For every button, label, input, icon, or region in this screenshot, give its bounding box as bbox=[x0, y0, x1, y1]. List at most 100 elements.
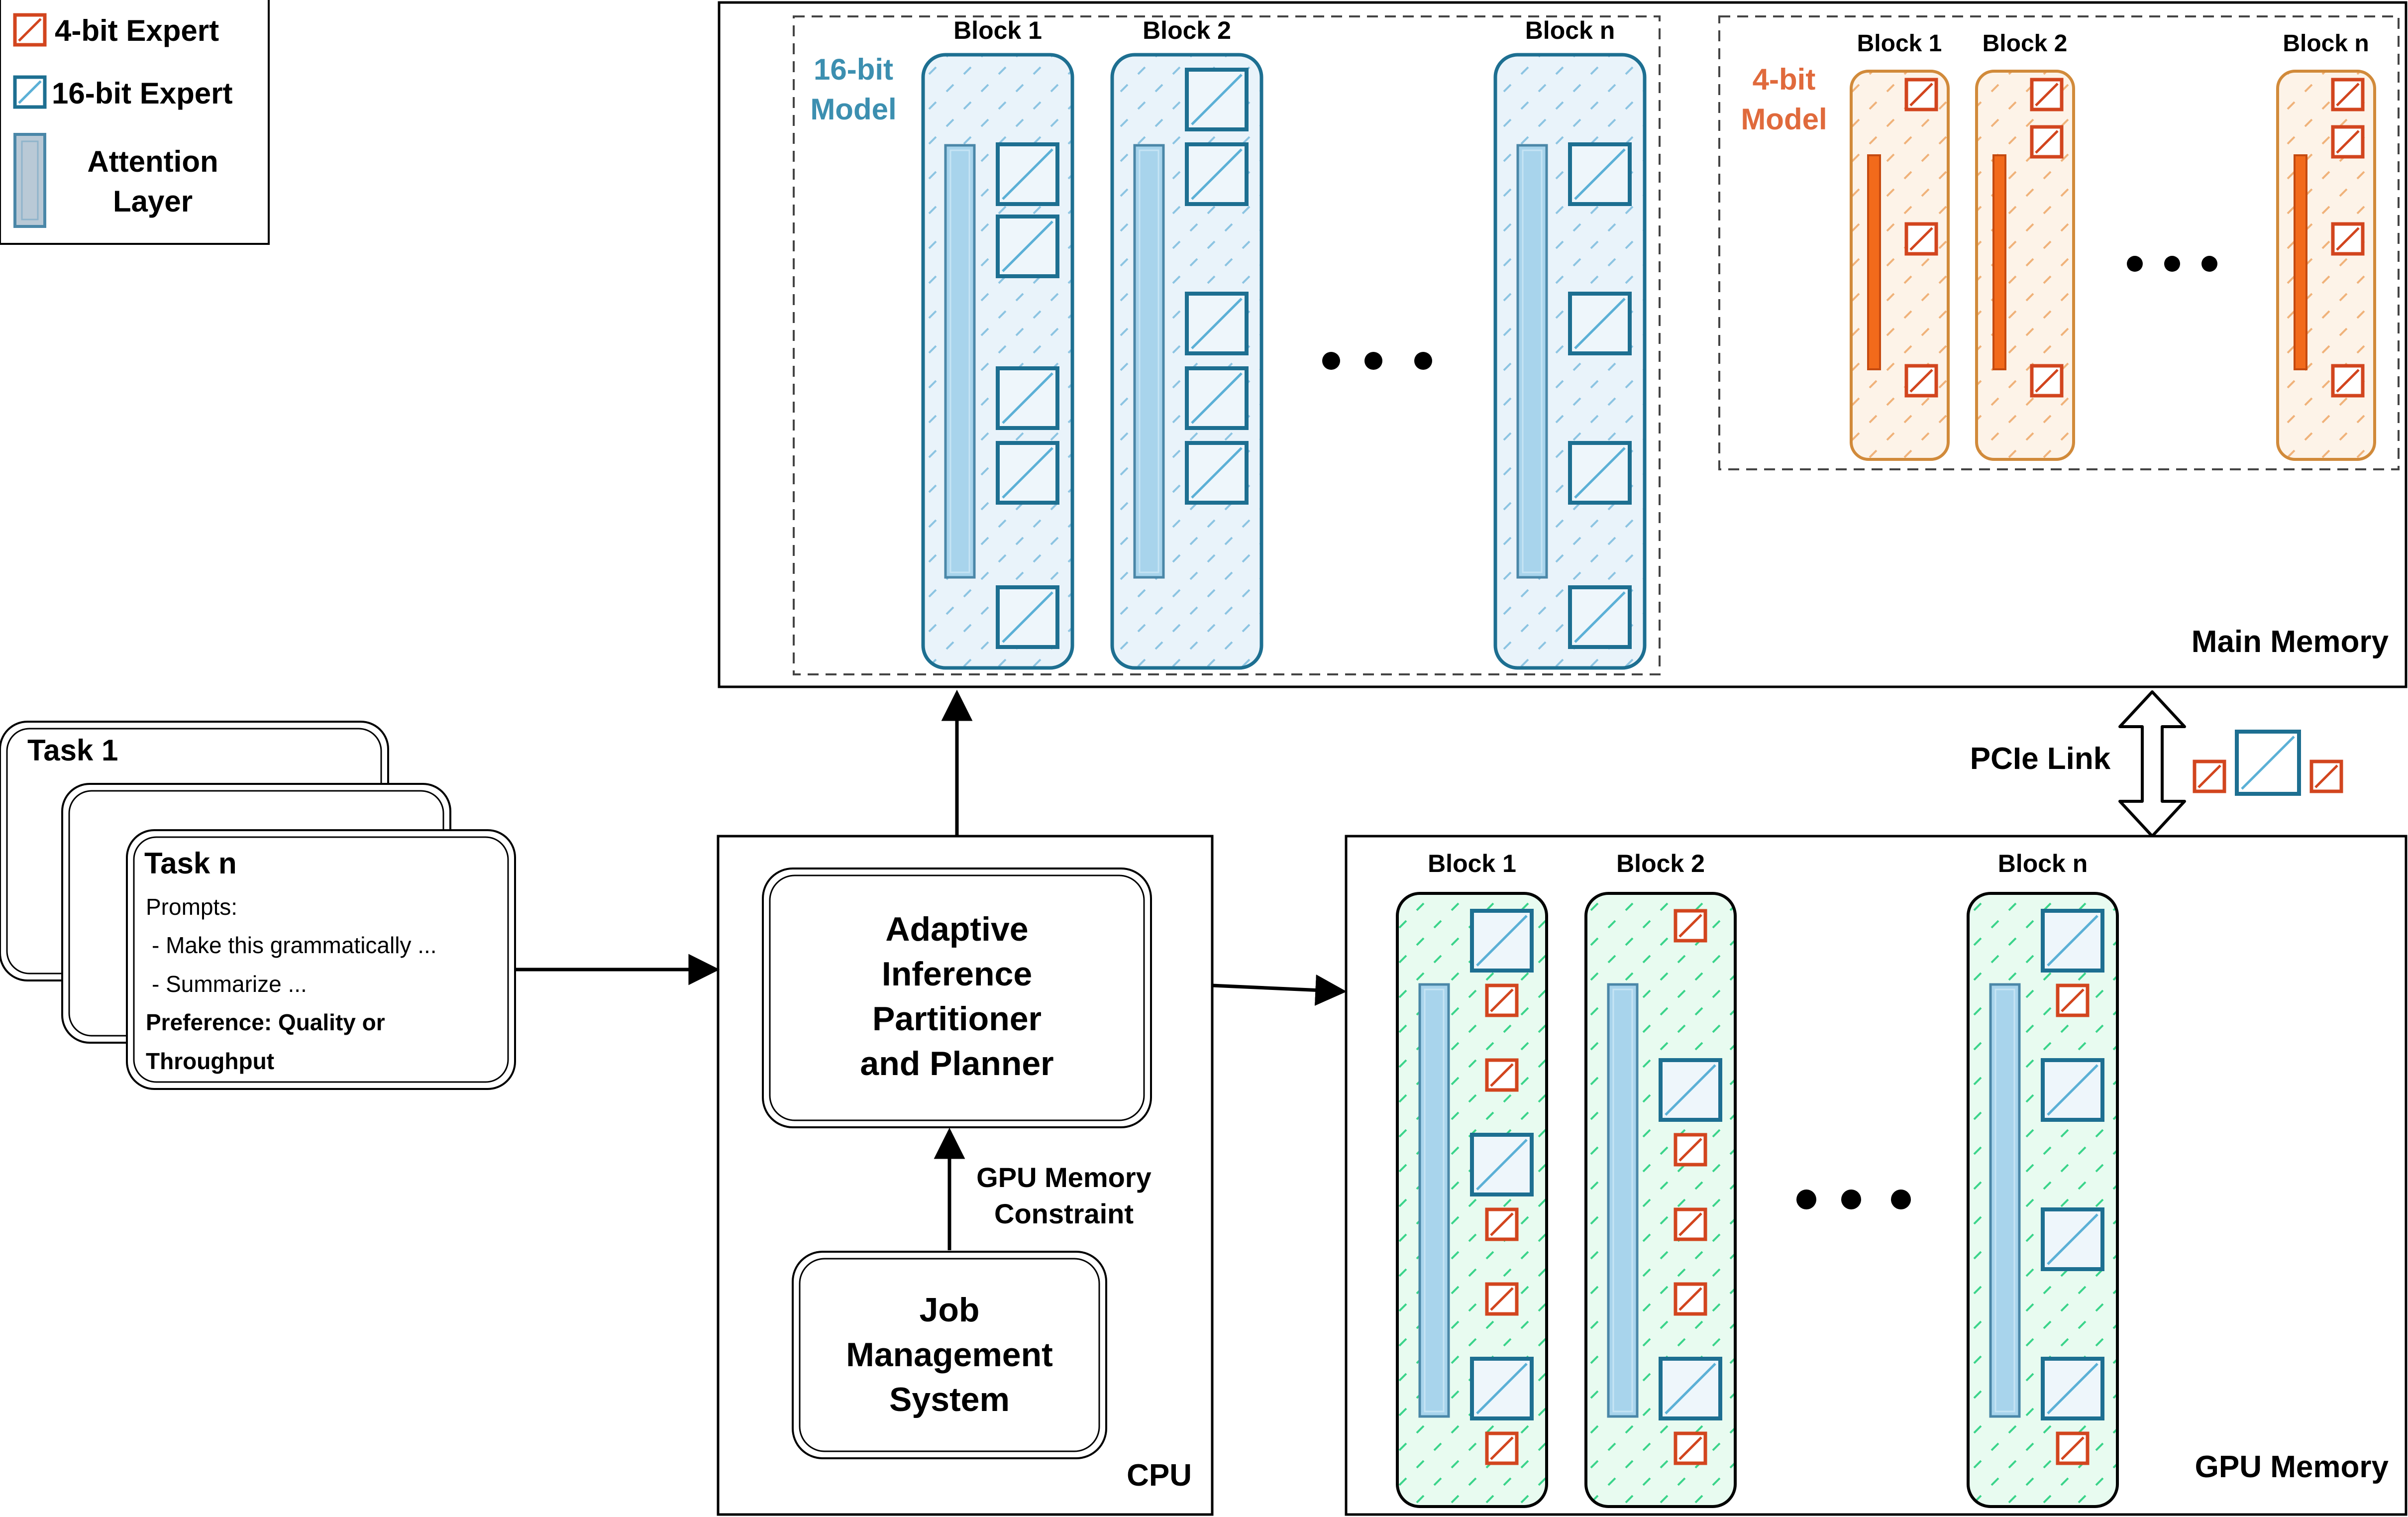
block-label: Block n bbox=[1525, 16, 1615, 44]
expert-16bit-hatch bbox=[2047, 915, 2098, 967]
planner-label-line2: Inference bbox=[882, 955, 1032, 993]
flow-arrows bbox=[515, 689, 1347, 1250]
attention-layer bbox=[2294, 154, 2307, 370]
pcie-label: PCIe Link bbox=[1970, 742, 2111, 776]
expert-16bit-hatch bbox=[1476, 915, 1528, 967]
expert-4bit-hatch bbox=[2336, 130, 2360, 154]
expert-4bit-hatch bbox=[1909, 227, 1933, 251]
expert-4bit-hatch bbox=[1678, 914, 1702, 938]
expert-16bit-hatch bbox=[1191, 74, 1243, 125]
task-prompts-heading: Prompts: bbox=[146, 894, 237, 920]
model4-label-line1: 4-bit bbox=[1753, 63, 1816, 96]
planner-label-line3: Partitioner bbox=[872, 1000, 1042, 1038]
model16-blocks: Block 1 Block 2 Block n bbox=[921, 16, 1647, 670]
expert-16bit-hatch bbox=[1476, 1363, 1528, 1414]
model16-block-1: Block 1 bbox=[921, 16, 1074, 670]
task-card-n: Task n Prompts: - Make this grammaticall… bbox=[126, 829, 516, 1090]
expert-16bit-hatch bbox=[1002, 220, 1053, 272]
expert-4bit-hatch bbox=[2336, 83, 2360, 107]
task-stack: Task 1 Task n Prompts: - Make this gramm… bbox=[0, 721, 516, 1090]
block-label: Block 1 bbox=[1428, 850, 1516, 877]
expert-16bit-hatch bbox=[1665, 1064, 1716, 1116]
expert-16bit-hatch bbox=[1574, 591, 1626, 643]
expert-4bit-hatch bbox=[2035, 130, 2059, 154]
model4-label-line2: Model bbox=[1741, 103, 1827, 136]
block-label: Block n bbox=[2283, 30, 2369, 57]
expert-4bit-hatch bbox=[1490, 1212, 1514, 1236]
expert-4bit-hatch bbox=[1678, 1287, 1702, 1311]
expert-4bit-hatch bbox=[2035, 369, 2059, 393]
arrow-planner-to-gpu bbox=[1212, 974, 1347, 1006]
legend: 4-bit Expert 16-bit Expert Attention Lay… bbox=[0, 0, 270, 245]
attention-layer-inner bbox=[949, 149, 970, 573]
expert-4bit-hatch bbox=[1909, 369, 1933, 393]
block-label: Block 2 bbox=[1616, 850, 1705, 877]
expert-16bit-hatch bbox=[1191, 148, 1243, 200]
attention-layer-inner bbox=[1424, 988, 1445, 1412]
legend-attention-label-line2: Layer bbox=[113, 185, 193, 218]
expert-16bit-hatch bbox=[2047, 1064, 2098, 1116]
expert-16bit-hatch bbox=[1002, 372, 1053, 424]
expert-16bit-hatch bbox=[1665, 1363, 1716, 1414]
task-prompt-2: - Summarize ... bbox=[152, 971, 307, 997]
expert-4bit-hatch bbox=[2336, 227, 2360, 251]
expert-4bit-hatch bbox=[1490, 988, 1514, 1012]
expert-4bit-hatch bbox=[1678, 1212, 1702, 1236]
expert-4bit-hatch bbox=[2061, 988, 2085, 1012]
expert-4bit-hatch bbox=[2336, 369, 2360, 393]
model4-blocks: Block 1 Block 2 Block n bbox=[1850, 30, 2376, 461]
gpu-block-1: Block 1 bbox=[1396, 850, 1548, 1508]
attention-layer bbox=[1867, 154, 1881, 370]
block-label: Block 2 bbox=[1143, 16, 1231, 44]
expert-4bit-hatch bbox=[1909, 83, 1933, 107]
attention-layer-inner bbox=[1139, 149, 1159, 573]
constraint-label-line2: Constraint bbox=[994, 1198, 1134, 1229]
expert-16bit-hatch bbox=[1574, 298, 1626, 349]
legend-expert16-swatch bbox=[13, 75, 47, 109]
model4-region: 4-bit Model Block 1 Block 2 Block n bbox=[1718, 15, 2400, 470]
job-management-box: Job Management System bbox=[792, 1251, 1107, 1459]
expert-4bit-hatch bbox=[1490, 1287, 1514, 1311]
expert-16bit-hatch bbox=[1191, 447, 1243, 499]
expert-16bit-hatch bbox=[1476, 1139, 1528, 1191]
cpu-panel: CPU Adaptive Inference Partitioner and P… bbox=[717, 835, 1214, 1516]
constraint-label-line1: GPU Memory bbox=[976, 1162, 1152, 1193]
model16-label-line2: Model bbox=[810, 93, 896, 126]
model4-block-2: Block 2 bbox=[1975, 30, 2075, 461]
expert-16bit-hatch bbox=[1002, 148, 1053, 200]
expert-16bit-hatch bbox=[2047, 1363, 2098, 1414]
expert-4bit-hatch bbox=[1490, 1436, 1514, 1460]
pcie-double-arrow bbox=[2118, 690, 2186, 838]
legend-expert4-label: 4-bit Expert bbox=[55, 14, 219, 47]
legend-expert16-label: 16-bit Expert bbox=[52, 77, 232, 110]
planner-label-line1: Adaptive bbox=[885, 910, 1028, 948]
task-preference-line2: Throughput bbox=[146, 1048, 274, 1074]
task-n-title: Task n bbox=[144, 847, 237, 880]
legend-expert4-swatch bbox=[13, 13, 47, 47]
model16-block-2: Block 2 bbox=[1110, 16, 1263, 670]
task-prompt-1: - Make this grammatically ... bbox=[152, 932, 437, 958]
pcie-transfer-experts bbox=[2193, 730, 2343, 796]
jms-label-line2: Management bbox=[846, 1336, 1053, 1374]
task-preference-line1: Preference: Quality or bbox=[146, 1009, 385, 1035]
expert-4bit-hatch bbox=[2035, 83, 2059, 107]
model4-block-3: Block n bbox=[2276, 30, 2376, 461]
task-1-title: Task 1 bbox=[27, 734, 118, 767]
model16-ellipsis bbox=[1322, 352, 1432, 370]
attention-layer-inner bbox=[1994, 988, 2015, 1412]
model16-block-3: Block n bbox=[1493, 16, 1647, 670]
expert-16bit-hatch bbox=[1191, 298, 1243, 349]
expert-16bit-hatch bbox=[1574, 447, 1626, 499]
attention-layer-inner bbox=[1522, 149, 1543, 573]
model4-block-1: Block 1 bbox=[1850, 30, 1950, 461]
legend-attention-swatch bbox=[13, 133, 46, 228]
block-label: Block 2 bbox=[1983, 30, 2068, 57]
model4-ellipsis bbox=[2127, 256, 2217, 272]
expert-4bit-hatch bbox=[1678, 1138, 1702, 1162]
jms-label-line3: System bbox=[889, 1381, 1010, 1418]
